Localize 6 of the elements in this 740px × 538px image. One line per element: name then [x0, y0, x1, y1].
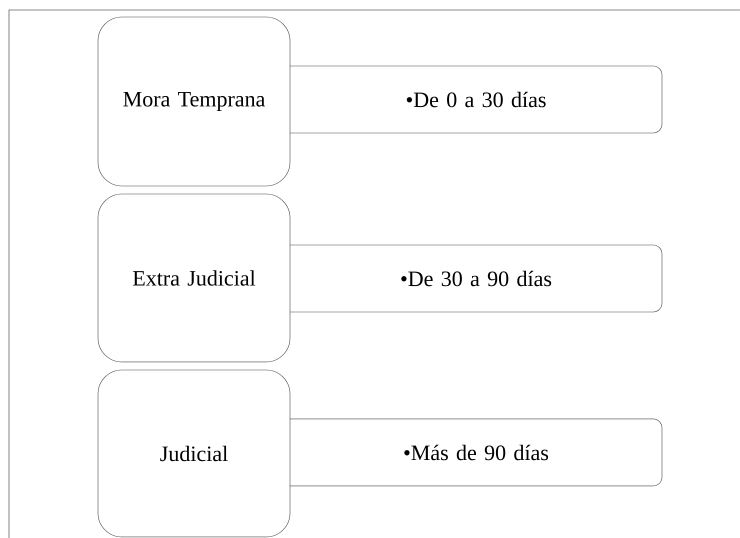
range-box: •Más de 90 días — [270, 418, 662, 486]
range-box: •De 30 a 90 días — [270, 244, 662, 312]
stage-box: Judicial — [98, 370, 290, 538]
range-box: •De 0 a 30 días — [270, 66, 662, 134]
stage-box: Extra Judicial — [98, 194, 290, 362]
stage-box: Mora Temprana — [98, 16, 290, 186]
